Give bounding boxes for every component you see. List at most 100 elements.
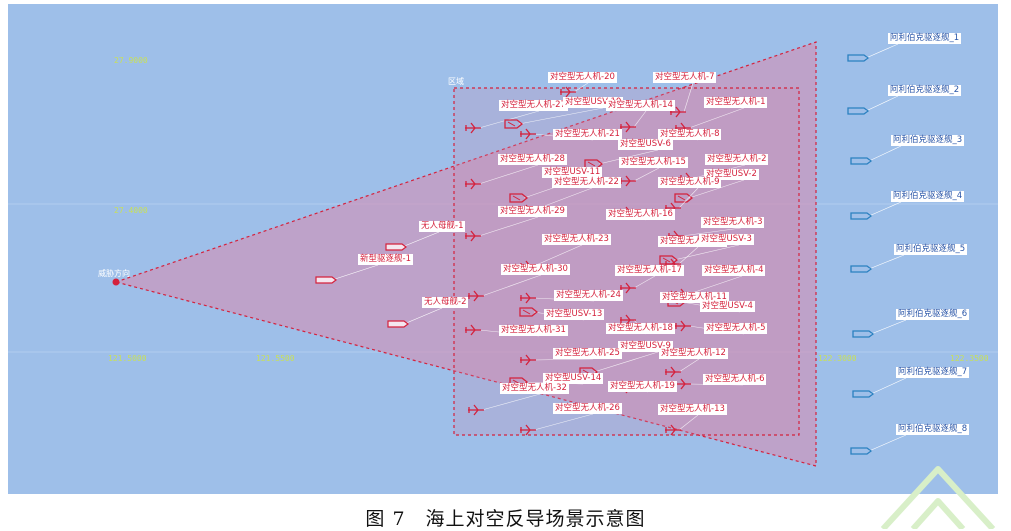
leader-line bbox=[870, 377, 907, 395]
leader-line bbox=[478, 216, 539, 237]
leader-line bbox=[683, 82, 694, 113]
friendly-ship-label: 无人母舰-1 bbox=[419, 221, 466, 232]
leader-line bbox=[868, 145, 902, 162]
leader-line bbox=[678, 246, 699, 265]
leader-line bbox=[401, 231, 440, 248]
destroyer-icon bbox=[850, 447, 873, 455]
usv-icon bbox=[674, 193, 694, 203]
attacker-label: 对空型无人机-2 bbox=[705, 154, 769, 165]
defender-label: 阿利伯克驱逐舰_6 bbox=[896, 309, 970, 320]
origin-label: 威胁方向 bbox=[98, 269, 130, 278]
attacker-label: 对空型无人机-19 bbox=[608, 381, 677, 392]
attacker-label: 对空型无人机-17 bbox=[615, 265, 684, 276]
drone-icon bbox=[520, 424, 536, 436]
attacker-label: 对空型无人机-26 bbox=[553, 403, 622, 414]
attacker-label: 对空型无人机-6 bbox=[703, 374, 767, 385]
attacker-label: 对空型无人机-15 bbox=[619, 157, 688, 168]
attacker-label: 对空型无人机-16 bbox=[606, 209, 675, 220]
leader-line bbox=[678, 414, 699, 431]
defender-label: 阿利伯克驱逐舰_7 bbox=[896, 367, 970, 378]
leader-line bbox=[331, 264, 379, 281]
leader-line bbox=[518, 107, 604, 125]
drone-icon bbox=[675, 320, 691, 332]
leader-line bbox=[868, 201, 902, 217]
drone-icon bbox=[468, 404, 484, 416]
drone-icon bbox=[560, 86, 576, 98]
figure-caption: 图 7 海上对空反导场景示意图 bbox=[365, 508, 646, 530]
attacker-label: 对空型无人机-30 bbox=[501, 264, 570, 275]
defender-label: 阿利伯克驱逐舰_5 bbox=[894, 244, 968, 255]
coord-label: 122.3000 bbox=[818, 354, 857, 363]
leader-line bbox=[865, 95, 899, 112]
leader-line bbox=[533, 413, 594, 431]
attacker-label: 对空型无人机-8 bbox=[658, 129, 722, 140]
leader-line bbox=[573, 82, 589, 93]
leader-line bbox=[403, 307, 443, 325]
leader-line bbox=[533, 244, 583, 267]
attacker-label: 对空型USV-11 bbox=[542, 167, 603, 178]
leader-line bbox=[870, 319, 907, 335]
attacker-label: 对空型无人机-1 bbox=[704, 97, 768, 108]
friendly-ship-label: 无人母舰-2 bbox=[422, 297, 469, 308]
leader-line bbox=[593, 351, 659, 373]
attacker-label: 对空型无人机-28 bbox=[498, 154, 567, 165]
leader-line bbox=[868, 254, 905, 270]
attacker-label: 对空型无人机-23 bbox=[542, 234, 611, 245]
attacker-label: 对空型USV-14 bbox=[543, 373, 604, 384]
attacker-label: 对空型无人机-4 bbox=[702, 265, 766, 276]
leader-line bbox=[478, 164, 539, 185]
leader-line bbox=[633, 167, 660, 182]
leader-line bbox=[678, 187, 699, 209]
attacker-label: 对空型无人机-9 bbox=[658, 177, 722, 188]
zone-label: 区域 bbox=[448, 77, 464, 86]
leader-line bbox=[533, 358, 594, 361]
defender-label: 阿利伯克驱逐舰_2 bbox=[888, 85, 962, 96]
attacker-label: 对空型无人机-21 bbox=[553, 129, 622, 140]
leader-line bbox=[688, 107, 745, 129]
drone-icon bbox=[465, 230, 481, 242]
attacker-label: 对空型USV-2 bbox=[704, 169, 759, 180]
drone-icon bbox=[520, 128, 536, 140]
attacker-label: 对空型无人机-12 bbox=[659, 348, 728, 359]
attacker-label: 对空型无人机-27 bbox=[499, 100, 568, 111]
coord-label: 122.3500 bbox=[950, 354, 989, 363]
attacker-label: 对空型USV-13 bbox=[544, 309, 605, 320]
attacker-label: 对空型无人机-24 bbox=[554, 290, 623, 301]
destroyer-icon bbox=[850, 212, 873, 220]
drone-icon bbox=[520, 292, 536, 304]
drone-icon bbox=[465, 122, 481, 134]
leader-line bbox=[678, 358, 700, 373]
destroyer-icon bbox=[847, 107, 870, 115]
attacker-label: 对空型无人机-7 bbox=[653, 72, 717, 83]
usv-icon bbox=[659, 255, 679, 265]
origin-point bbox=[112, 278, 120, 286]
leader-line bbox=[865, 43, 899, 59]
attacker-label: 对空型无人机-29 bbox=[498, 206, 567, 217]
leader-line bbox=[868, 434, 907, 452]
attacker-label: 对空型无人机-22 bbox=[552, 177, 621, 188]
drone-icon bbox=[620, 175, 636, 187]
attacker-label: 对空型USV-9 bbox=[618, 341, 673, 352]
usv-icon bbox=[504, 119, 524, 129]
friendly-ship-label: 新型驱逐舰-1 bbox=[358, 254, 413, 265]
usv-icon bbox=[509, 193, 529, 203]
attacker-label: 对空型无人机-11 bbox=[660, 292, 729, 303]
defender-label: 阿利伯克驱逐舰_4 bbox=[891, 191, 965, 202]
leader-line bbox=[633, 110, 647, 128]
leader-line bbox=[688, 275, 743, 295]
leader-line bbox=[481, 393, 541, 411]
scenario-canvas bbox=[8, 41, 998, 467]
coord-label: 27.9000 bbox=[114, 56, 148, 65]
attacker-label: 对空型无人机-13 bbox=[658, 404, 727, 415]
carrier-icon bbox=[385, 243, 407, 251]
carrier-icon bbox=[387, 320, 409, 328]
destroyer-icon bbox=[852, 330, 875, 338]
drone-icon bbox=[520, 354, 536, 366]
destroyer-icon bbox=[852, 390, 875, 398]
coord-label: 121.5500 bbox=[256, 354, 295, 363]
attacker-label: 对空型无人机-31 bbox=[499, 325, 568, 336]
coord-label: 27.4000 bbox=[114, 206, 148, 215]
drone-icon bbox=[465, 178, 481, 190]
destroyer-icon bbox=[847, 54, 870, 62]
